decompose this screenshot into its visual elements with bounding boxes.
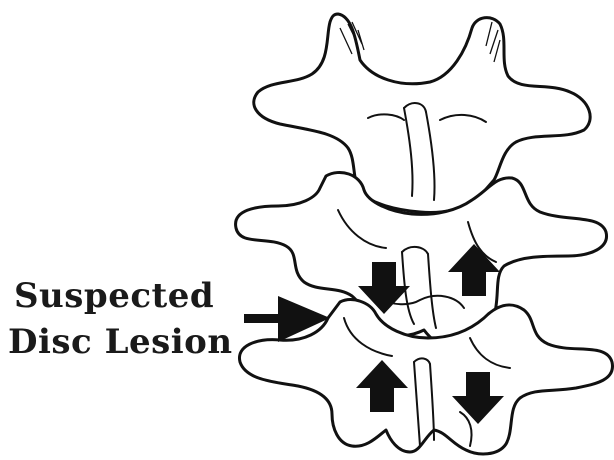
upper-vertebra <box>254 14 590 212</box>
annotation-label-line-2: Disc Lesion <box>8 322 233 362</box>
annotation-label-line-1: Suspected <box>14 276 214 316</box>
